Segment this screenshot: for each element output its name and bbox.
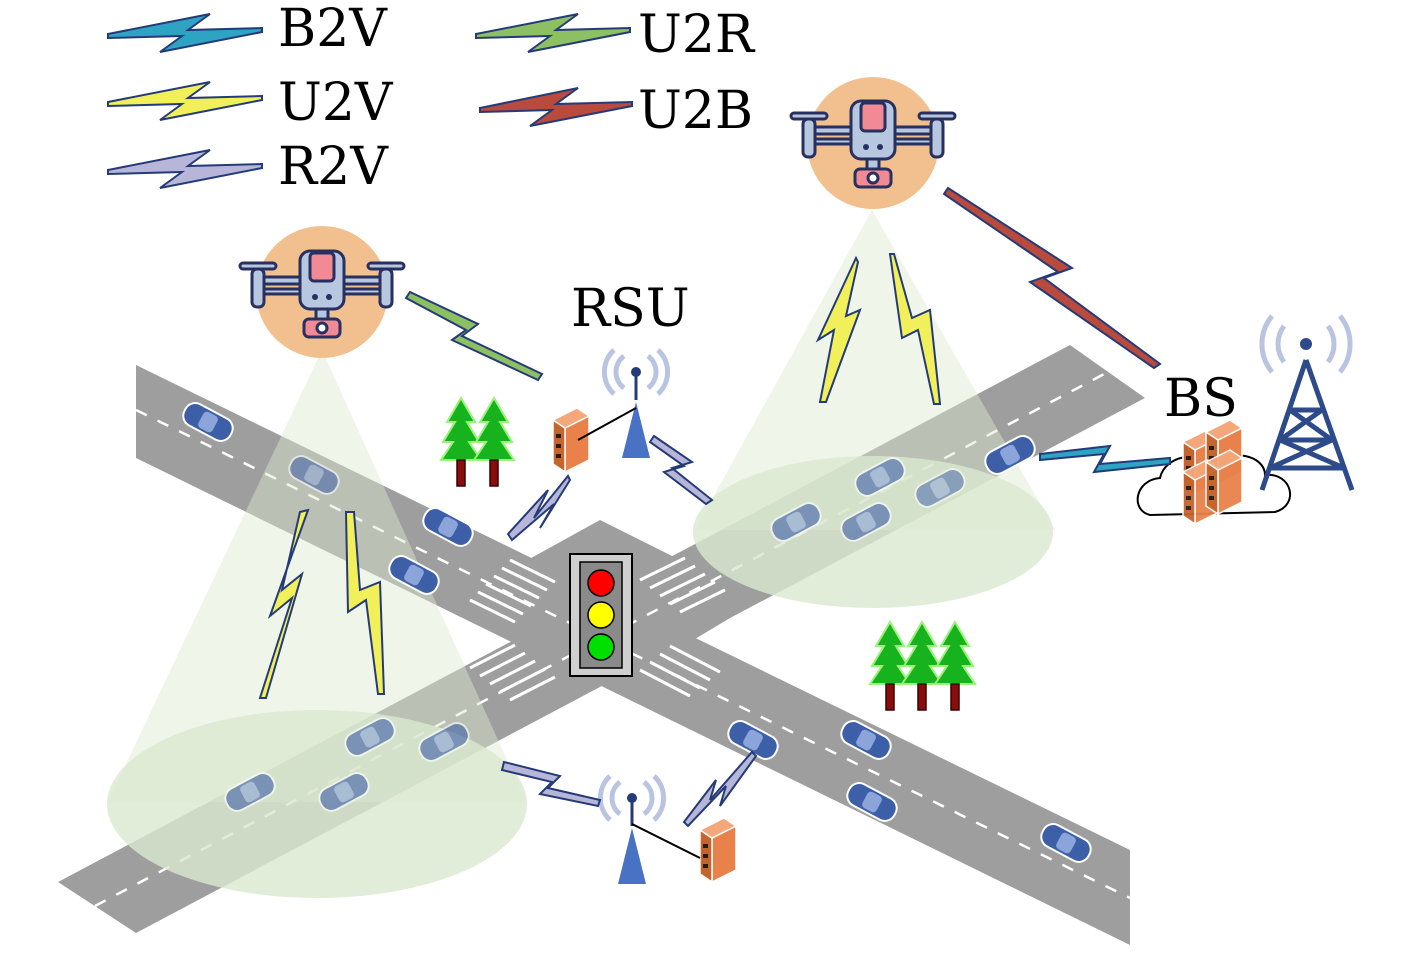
u2v-link — [815, 255, 862, 403]
trees-top — [440, 397, 515, 487]
u2v-link-icon — [107, 81, 263, 121]
r2v-link-icon — [107, 149, 263, 189]
legend-label: U2R — [638, 5, 756, 65]
u2r-link — [404, 290, 544, 382]
uav-left — [238, 226, 406, 358]
base-station — [1136, 314, 1355, 525]
rsu-label: RSU — [571, 279, 690, 339]
legend-label: U2B — [638, 81, 753, 141]
r2v-link — [506, 474, 572, 542]
r2v-link — [682, 750, 758, 828]
legend-item-b2v: B2V — [107, 0, 388, 59]
antenna-icon — [600, 776, 663, 884]
b2v-link-icon — [107, 13, 263, 53]
legend-label: R2V — [278, 137, 389, 197]
server-rack-icon — [552, 407, 590, 473]
legend-label: B2V — [278, 0, 388, 59]
u2v-link — [258, 508, 310, 699]
u2b-link-icon — [479, 87, 633, 127]
legend-item-u2v: U2V — [107, 73, 394, 133]
server-rack-icon — [699, 817, 737, 883]
u2v-link — [344, 511, 386, 695]
legend: B2V U2R U2V U2B R2V — [107, 0, 756, 197]
u2b-link — [942, 186, 1162, 370]
legend-item-r2v: R2V — [107, 137, 389, 197]
b2v-link — [1039, 444, 1171, 474]
r2v-link — [648, 434, 714, 506]
legend-label: U2V — [278, 73, 394, 133]
bs-label: BS — [1164, 369, 1238, 429]
links — [258, 186, 1171, 828]
u2v-link — [888, 253, 942, 405]
u2r-link-icon — [475, 13, 631, 53]
pine-tree-icon — [473, 397, 515, 487]
legend-item-u2b: U2B — [479, 81, 753, 141]
rsu-top — [552, 350, 668, 473]
traffic-light-icon — [569, 553, 633, 677]
r2v-link — [500, 760, 602, 808]
cell-tower-icon — [1259, 314, 1355, 491]
uav-right — [789, 77, 957, 209]
crosswalks — [469, 556, 726, 702]
legend-item-u2r: U2R — [475, 5, 756, 65]
pine-tree-icon — [934, 621, 976, 711]
rsu-bottom — [600, 776, 737, 884]
trees-right — [869, 621, 976, 711]
